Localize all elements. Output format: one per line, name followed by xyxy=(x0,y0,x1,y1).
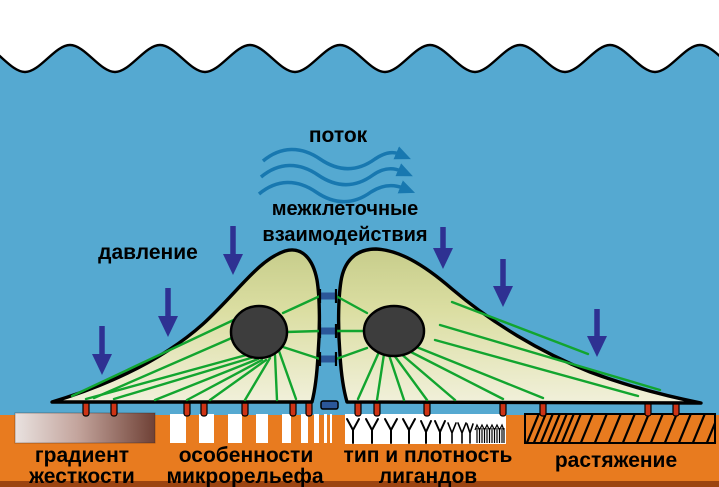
flow-wave-arrows xyxy=(257,146,416,204)
label-intercellular-line1: межклеточные xyxy=(271,198,419,220)
label-stretch: растяжение xyxy=(554,449,678,472)
right-cell-body xyxy=(336,247,703,405)
label-stiffness-line1: градиент xyxy=(34,444,130,467)
label-microrelief-line1: особенности xyxy=(178,444,314,467)
diagonal-hatch-block xyxy=(524,413,716,444)
cytoskeleton-filaments xyxy=(70,294,662,402)
wavy-liquid-surface-line xyxy=(0,43,719,74)
label-stiffness-line2: жесткости xyxy=(29,465,135,487)
right-nucleus xyxy=(362,304,426,358)
stiffness-gradient-bar xyxy=(14,412,156,444)
label-ligands-line2: лигандов xyxy=(378,465,478,487)
y-shaped-ligands xyxy=(345,414,506,444)
label-intercellular-line2: взаимодействия xyxy=(262,224,428,246)
label-ligands-line1: тип и плотность xyxy=(343,444,513,467)
label-flow: поток xyxy=(308,124,368,147)
cell-nuclei xyxy=(229,304,426,360)
left-nucleus xyxy=(229,304,289,360)
cell-cell-junction-bars xyxy=(318,289,339,410)
vertical-groove-stripes xyxy=(170,414,332,443)
label-microrelief-line2: микрорельефа xyxy=(166,465,324,487)
pressure-down-arrows xyxy=(92,226,607,375)
label-pressure: давление xyxy=(98,241,198,264)
